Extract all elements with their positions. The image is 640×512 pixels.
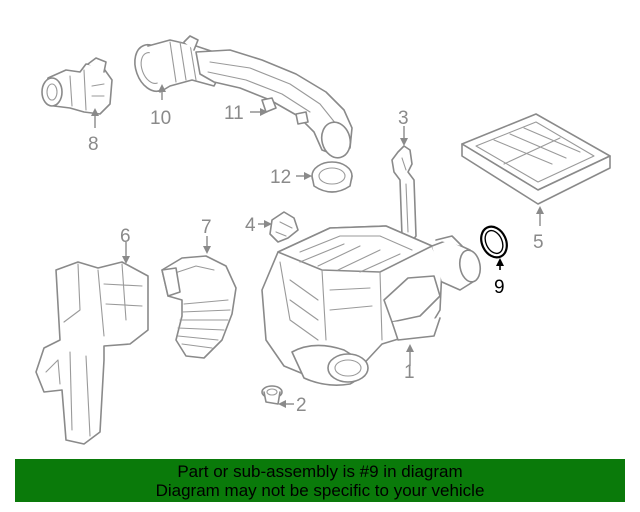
part-9-seal-ring: [480, 225, 508, 259]
part-7-intake-hose: [161, 255, 237, 359]
part-8-mass-air-flow-sensor: [41, 57, 113, 115]
callout-3: 3: [398, 108, 409, 129]
parts-diagram: 8 10 11 3 12 5 4 6 7 9 1 2: [35, 35, 611, 445]
part-12-clamp-ring: [311, 161, 353, 193]
part-6-air-guide: [35, 261, 149, 445]
part-2-grommet: [261, 385, 283, 405]
part-3-bracket-strap: [391, 145, 417, 245]
callout-9: 9: [494, 277, 505, 298]
callout-12: 12: [270, 167, 291, 188]
part-1-air-cleaner-housing: [261, 225, 482, 386]
part-5-air-filter: [461, 113, 611, 205]
banner-line-part-number: Part or sub-assembly is #9 in diagram: [177, 462, 463, 481]
banner-line-disclaimer: Diagram may not be specific to your vehi…: [155, 481, 485, 500]
callout-6: 6: [120, 226, 131, 247]
callout-8: 8: [88, 134, 99, 155]
callout-7: 7: [201, 217, 212, 238]
part-4-clip: [269, 211, 299, 243]
part-11-intake-duct: [195, 49, 353, 159]
callout-11: 11: [224, 103, 244, 124]
callout-1: 1: [404, 362, 415, 383]
part-info-banner: Part or sub-assembly is #9 in diagram Di…: [15, 459, 625, 502]
callout-5: 5: [533, 232, 544, 253]
leader-lines: [91, 84, 544, 408]
callout-2: 2: [296, 395, 307, 416]
callout-10: 10: [150, 108, 171, 129]
callout-4: 4: [245, 215, 256, 236]
